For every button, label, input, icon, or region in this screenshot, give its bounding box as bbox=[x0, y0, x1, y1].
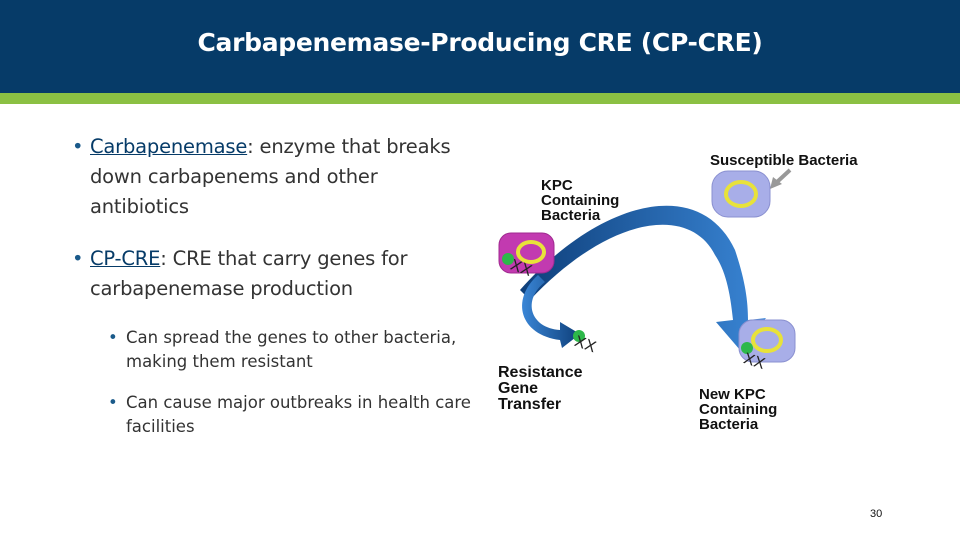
susceptible-bacteria-cell bbox=[712, 171, 770, 217]
gene-mark-transfer: XX bbox=[572, 333, 598, 356]
label-line: Containing bbox=[699, 402, 777, 417]
label-line: New KPC bbox=[699, 387, 777, 402]
transfer-arrow-main bbox=[520, 206, 766, 350]
label-line: Transfer bbox=[498, 397, 583, 413]
label-line: Gene bbox=[498, 381, 583, 397]
page-number: 30 bbox=[870, 508, 882, 520]
kpc-bacteria-label: KPC Containing Bacteria bbox=[541, 178, 619, 223]
label-line: Containing bbox=[541, 193, 619, 208]
new-kpc-bacteria-label: New KPC Containing Bacteria bbox=[699, 387, 777, 432]
label-line: Bacteria bbox=[699, 417, 777, 432]
pointer-arrow-icon bbox=[770, 170, 790, 189]
label-line: Bacteria bbox=[541, 208, 619, 223]
label-line: KPC bbox=[541, 178, 619, 193]
transfer-arrow-small bbox=[522, 275, 580, 348]
label-line: Resistance bbox=[498, 365, 583, 381]
resistance-transfer-label: Resistance Gene Transfer bbox=[498, 365, 583, 413]
susceptible-bacteria-label: Susceptible Bacteria bbox=[710, 153, 858, 168]
